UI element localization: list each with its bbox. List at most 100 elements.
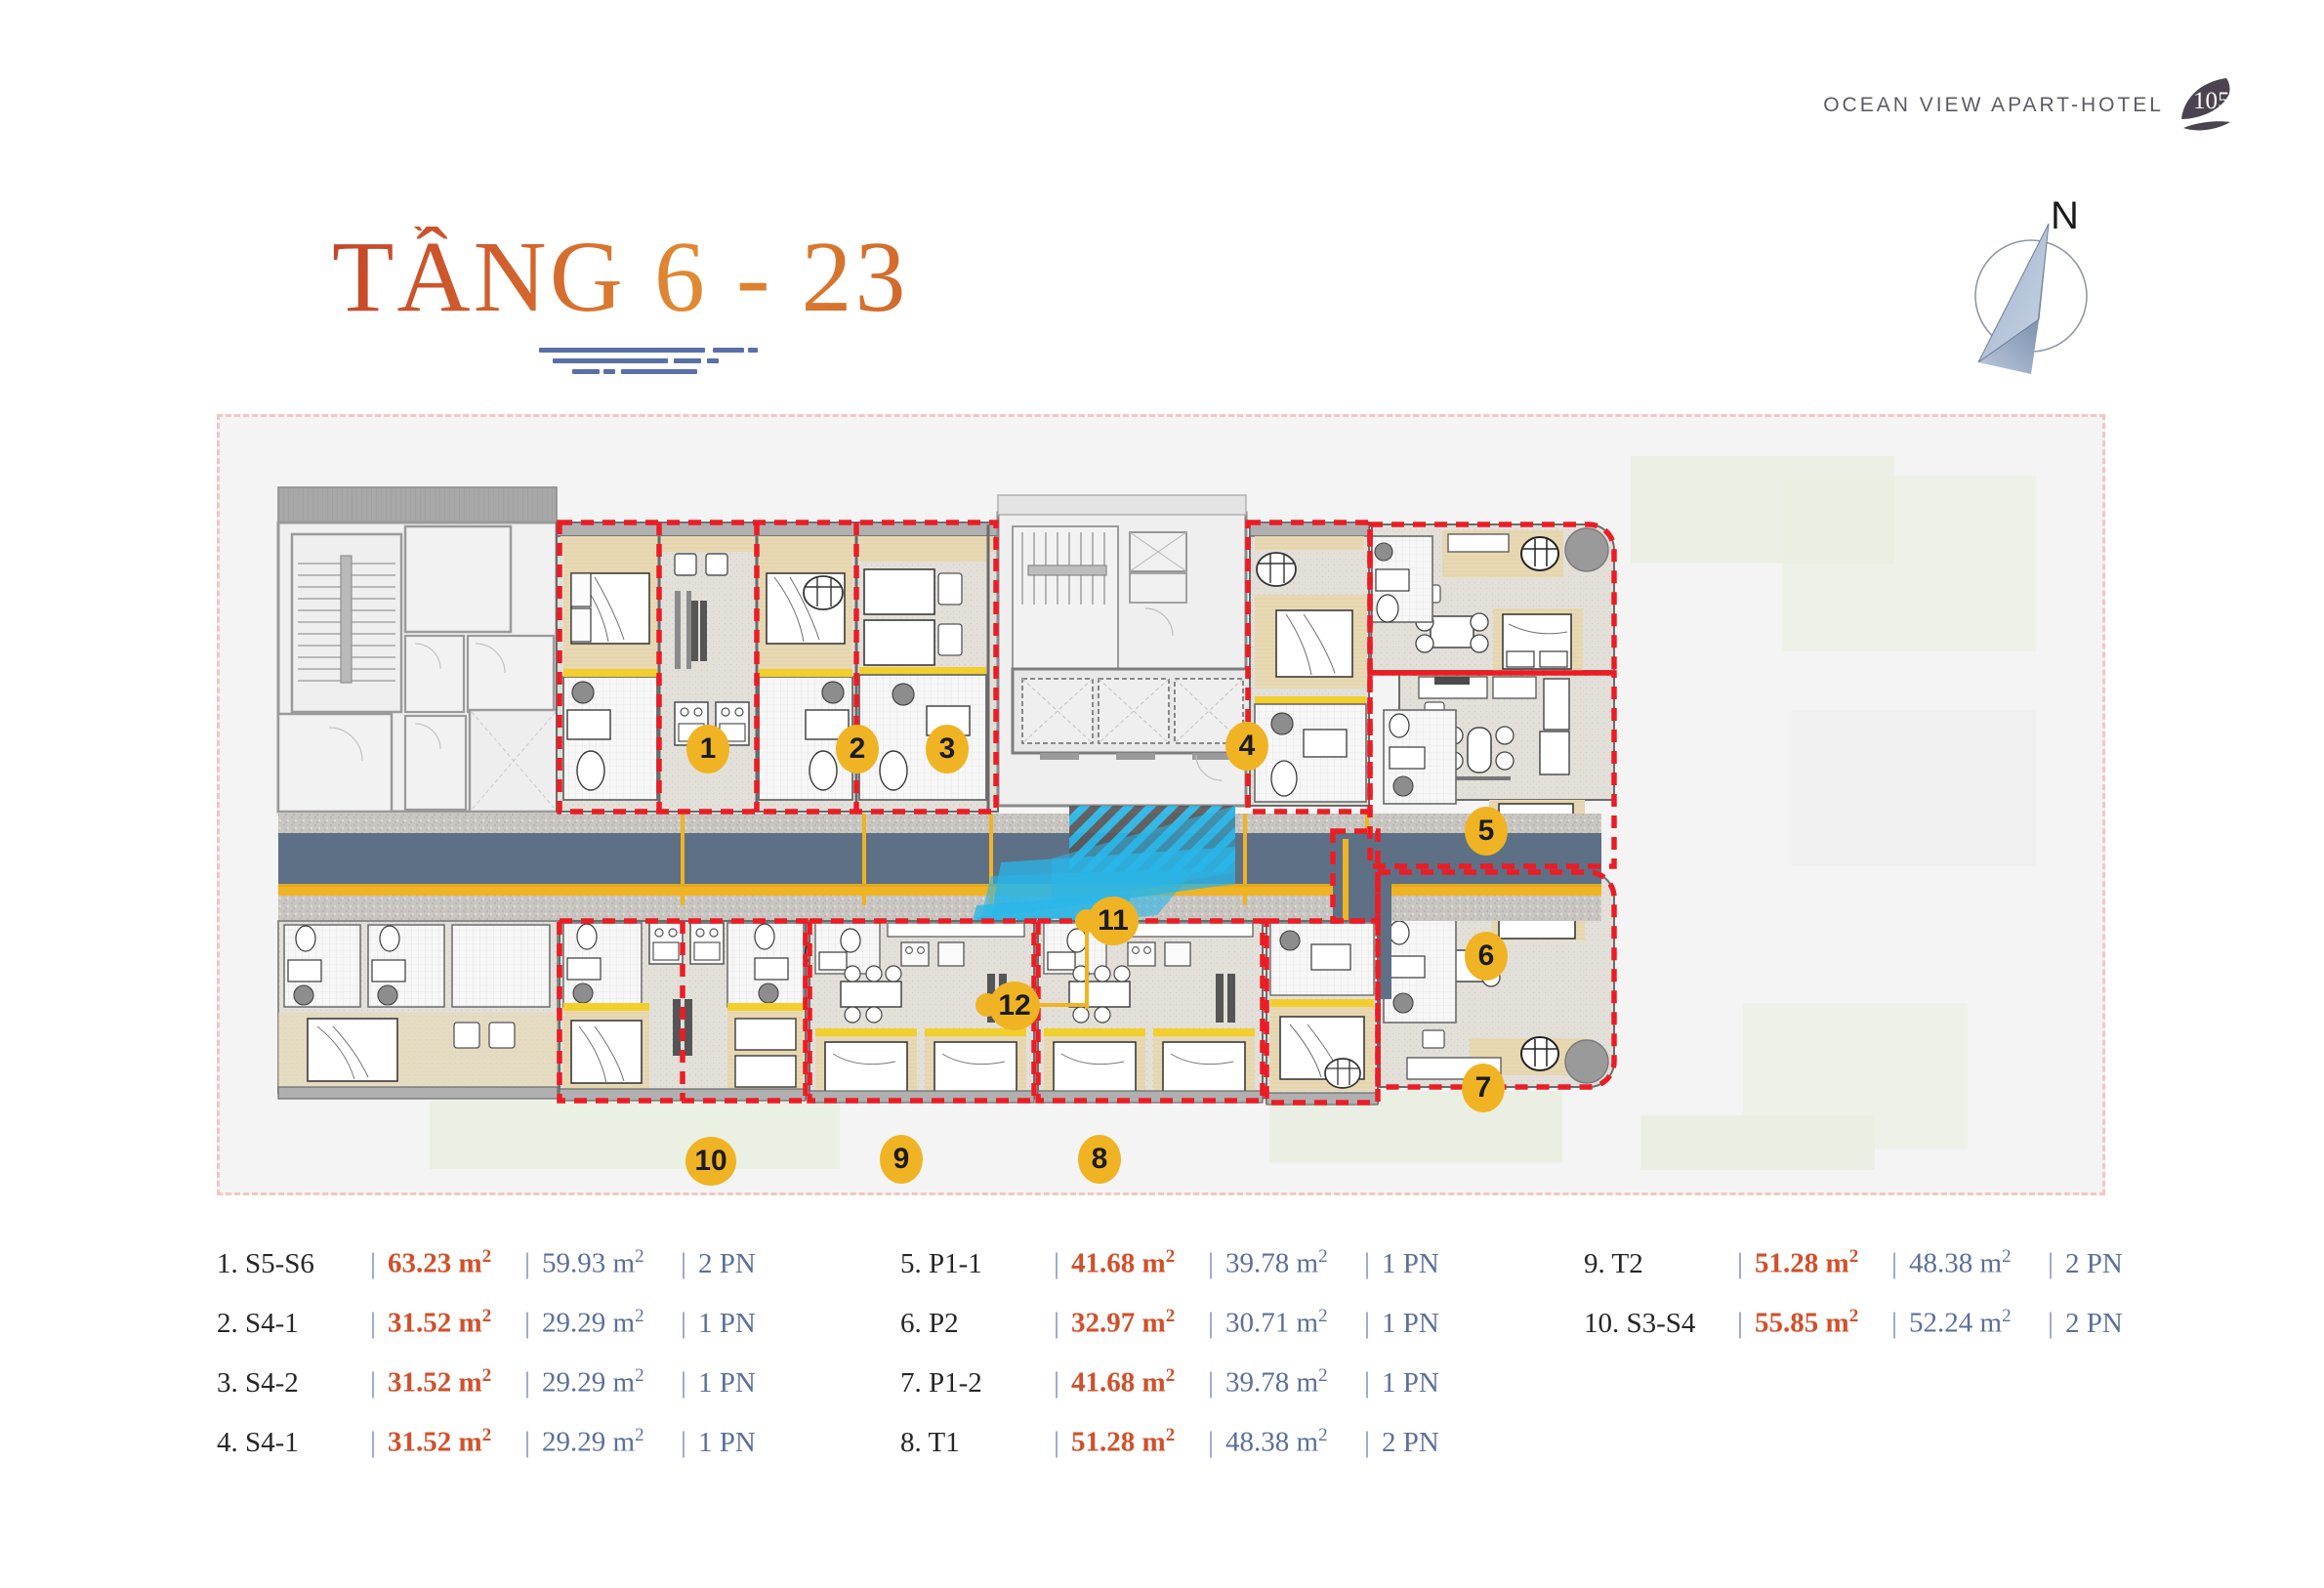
legend-area-gross: 59.93 m2	[542, 1246, 644, 1279]
plan-marker-6[interactable]: 6	[1465, 932, 1508, 981]
legend-separator: |	[524, 1365, 531, 1399]
legend-column-2: 5. P1-1 | 41.68 m2 | 39.78 m2 | 1 PN 6. …	[900, 1246, 1584, 1484]
legend-unit-name: 8. T1	[900, 1426, 960, 1458]
compass-north-arrow-icon	[1974, 223, 2088, 374]
legend-row: 5. P1-1 | 41.68 m2 | 39.78 m2 | 1 PN	[900, 1246, 1584, 1306]
legend-area-net: 55.85 m2	[1755, 1306, 1859, 1339]
legend-unit-name: 5. P1-1	[900, 1247, 982, 1279]
marker-11-leader-line	[1085, 921, 1089, 1009]
plan-marker-11[interactable]: 11	[1088, 897, 1139, 945]
legend-area-net: 51.28 m2	[1071, 1425, 1176, 1458]
legend-unit-name: 3. S4-2	[217, 1366, 299, 1399]
legend-area-gross: 39.78 m2	[1225, 1246, 1328, 1279]
legend-separator: |	[1364, 1425, 1371, 1458]
legend-separator: |	[2048, 1306, 2054, 1339]
legend-separator: |	[1891, 1246, 1898, 1279]
floor-plan-frame: 1 2 3 4 5 6 7 8 9 10 11 12	[217, 414, 2105, 1195]
unit-legend: 1. S5-S6 | 63.23 m2 | 59.93 m2 | 2 PN 2.…	[217, 1246, 2131, 1484]
legend-separator: |	[1054, 1306, 1060, 1339]
legend-separator: |	[1208, 1425, 1215, 1458]
legend-separator: |	[681, 1306, 687, 1339]
legend-room-count: 1 PN	[698, 1426, 756, 1458]
legend-area-gross: 39.78 m2	[1225, 1365, 1328, 1399]
legend-row: 10. S3-S4 | 55.85 m2 | 52.24 m2 | 2 PN	[1584, 1306, 2131, 1365]
page-title: TẦNG 6 - 23	[332, 221, 909, 333]
legend-area-net: 41.68 m2	[1071, 1246, 1176, 1279]
legend-separator: |	[681, 1246, 687, 1279]
legend-separator: |	[524, 1425, 531, 1458]
legend-separator: |	[1054, 1246, 1060, 1279]
legend-row: 4. S4-1 | 31.52 m2 | 29.29 m2 | 1 PN	[217, 1425, 900, 1484]
legend-area-gross: 48.38 m2	[1909, 1246, 2012, 1279]
legend-area-gross: 30.71 m2	[1225, 1306, 1328, 1339]
legend-unit-name: 1. S5-S6	[217, 1247, 314, 1279]
plan-marker-10[interactable]: 10	[685, 1137, 736, 1186]
legend-separator: |	[370, 1306, 377, 1339]
floor-plan-canvas[interactable]: 1 2 3 4 5 6 7 8 9 10 11 12	[220, 417, 2102, 1192]
legend-separator: |	[1364, 1365, 1371, 1399]
legend-column-1: 1. S5-S6 | 63.23 m2 | 59.93 m2 | 2 PN 2.…	[217, 1246, 900, 1484]
legend-row: 9. T2 | 51.28 m2 | 48.38 m2 | 2 PN	[1584, 1246, 2131, 1306]
plan-marker-4[interactable]: 4	[1225, 722, 1268, 771]
legend-separator: |	[1891, 1306, 1898, 1339]
legend-row: 1. S5-S6 | 63.23 m2 | 59.93 m2 | 2 PN	[217, 1246, 900, 1306]
plan-marker-8[interactable]: 8	[1078, 1135, 1121, 1184]
legend-separator: |	[1364, 1306, 1371, 1339]
plan-marker-7[interactable]: 7	[1462, 1064, 1505, 1112]
plan-marker-9[interactable]: 9	[880, 1135, 923, 1184]
legend-separator: |	[681, 1425, 687, 1458]
brand-name: OCEAN VIEW APART-HOTEL	[1823, 94, 2164, 116]
legend-room-count: 1 PN	[698, 1307, 756, 1339]
legend-unit-name: 9. T2	[1584, 1247, 1643, 1279]
legend-area-gross: 52.24 m2	[1909, 1306, 2012, 1339]
legend-row: 8. T1 | 51.28 m2 | 48.38 m2 | 2 PN	[900, 1425, 1584, 1484]
legend-separator: |	[681, 1365, 687, 1399]
page-title-block: TẦNG 6 - 23	[332, 221, 909, 374]
legend-area-net: 32.97 m2	[1071, 1306, 1176, 1339]
legend-separator: |	[1208, 1365, 1215, 1399]
legend-unit-name: 4. S4-1	[217, 1426, 299, 1458]
legend-room-count: 2 PN	[1382, 1426, 1439, 1458]
floor-plan-drawing	[220, 417, 2102, 1192]
plan-marker-1[interactable]: 1	[686, 725, 729, 773]
legend-separator: |	[370, 1425, 377, 1458]
legend-area-gross: 29.29 m2	[542, 1306, 644, 1339]
legend-area-gross: 29.29 m2	[542, 1425, 644, 1458]
compass-rose: N	[1941, 194, 2127, 386]
legend-room-count: 2 PN	[2065, 1247, 2123, 1279]
legend-room-count: 1 PN	[698, 1366, 756, 1399]
sail-leaf-icon: 105	[2178, 76, 2234, 135]
legend-unit-name: 6. P2	[900, 1307, 959, 1339]
legend-unit-name: 2. S4-1	[217, 1307, 299, 1339]
legend-area-net: 63.23 m2	[388, 1246, 492, 1279]
legend-area-gross: 48.38 m2	[1225, 1425, 1328, 1458]
brand-number: 105	[2193, 88, 2230, 114]
legend-area-net: 51.28 m2	[1755, 1246, 1859, 1279]
legend-separator: |	[1208, 1306, 1215, 1339]
plan-marker-2[interactable]: 2	[836, 725, 879, 773]
legend-separator: |	[1208, 1246, 1215, 1279]
legend-room-count: 2 PN	[2065, 1307, 2123, 1339]
legend-separator: |	[524, 1246, 531, 1279]
legend-area-gross: 29.29 m2	[542, 1365, 644, 1399]
legend-area-net: 31.52 m2	[388, 1365, 492, 1399]
legend-row: 2. S4-1 | 31.52 m2 | 29.29 m2 | 1 PN	[217, 1306, 900, 1365]
legend-column-3: 9. T2 | 51.28 m2 | 48.38 m2 | 2 PN 10. S…	[1584, 1246, 2131, 1484]
legend-unit-name: 7. P1-2	[900, 1366, 982, 1399]
legend-separator: |	[370, 1365, 377, 1399]
legend-row: 7. P1-2 | 41.68 m2 | 39.78 m2 | 1 PN	[900, 1365, 1584, 1425]
brand-header: OCEAN VIEW APART-HOTEL 105	[1823, 76, 2234, 135]
legend-separator: |	[1737, 1306, 1744, 1339]
legend-unit-name: 10. S3-S4	[1584, 1307, 1696, 1339]
legend-row: 6. P2 | 32.97 m2 | 30.71 m2 | 1 PN	[900, 1306, 1584, 1365]
legend-separator: |	[1364, 1246, 1371, 1279]
legend-separator: |	[1054, 1425, 1060, 1458]
legend-separator: |	[1737, 1246, 1744, 1279]
legend-area-net: 31.52 m2	[388, 1425, 492, 1458]
legend-separator: |	[1054, 1365, 1060, 1399]
legend-room-count: 1 PN	[1382, 1366, 1439, 1399]
legend-separator: |	[370, 1246, 377, 1279]
plan-marker-3[interactable]: 3	[926, 725, 969, 773]
plan-marker-12[interactable]: 12	[989, 982, 1040, 1030]
plan-marker-5[interactable]: 5	[1465, 807, 1508, 856]
